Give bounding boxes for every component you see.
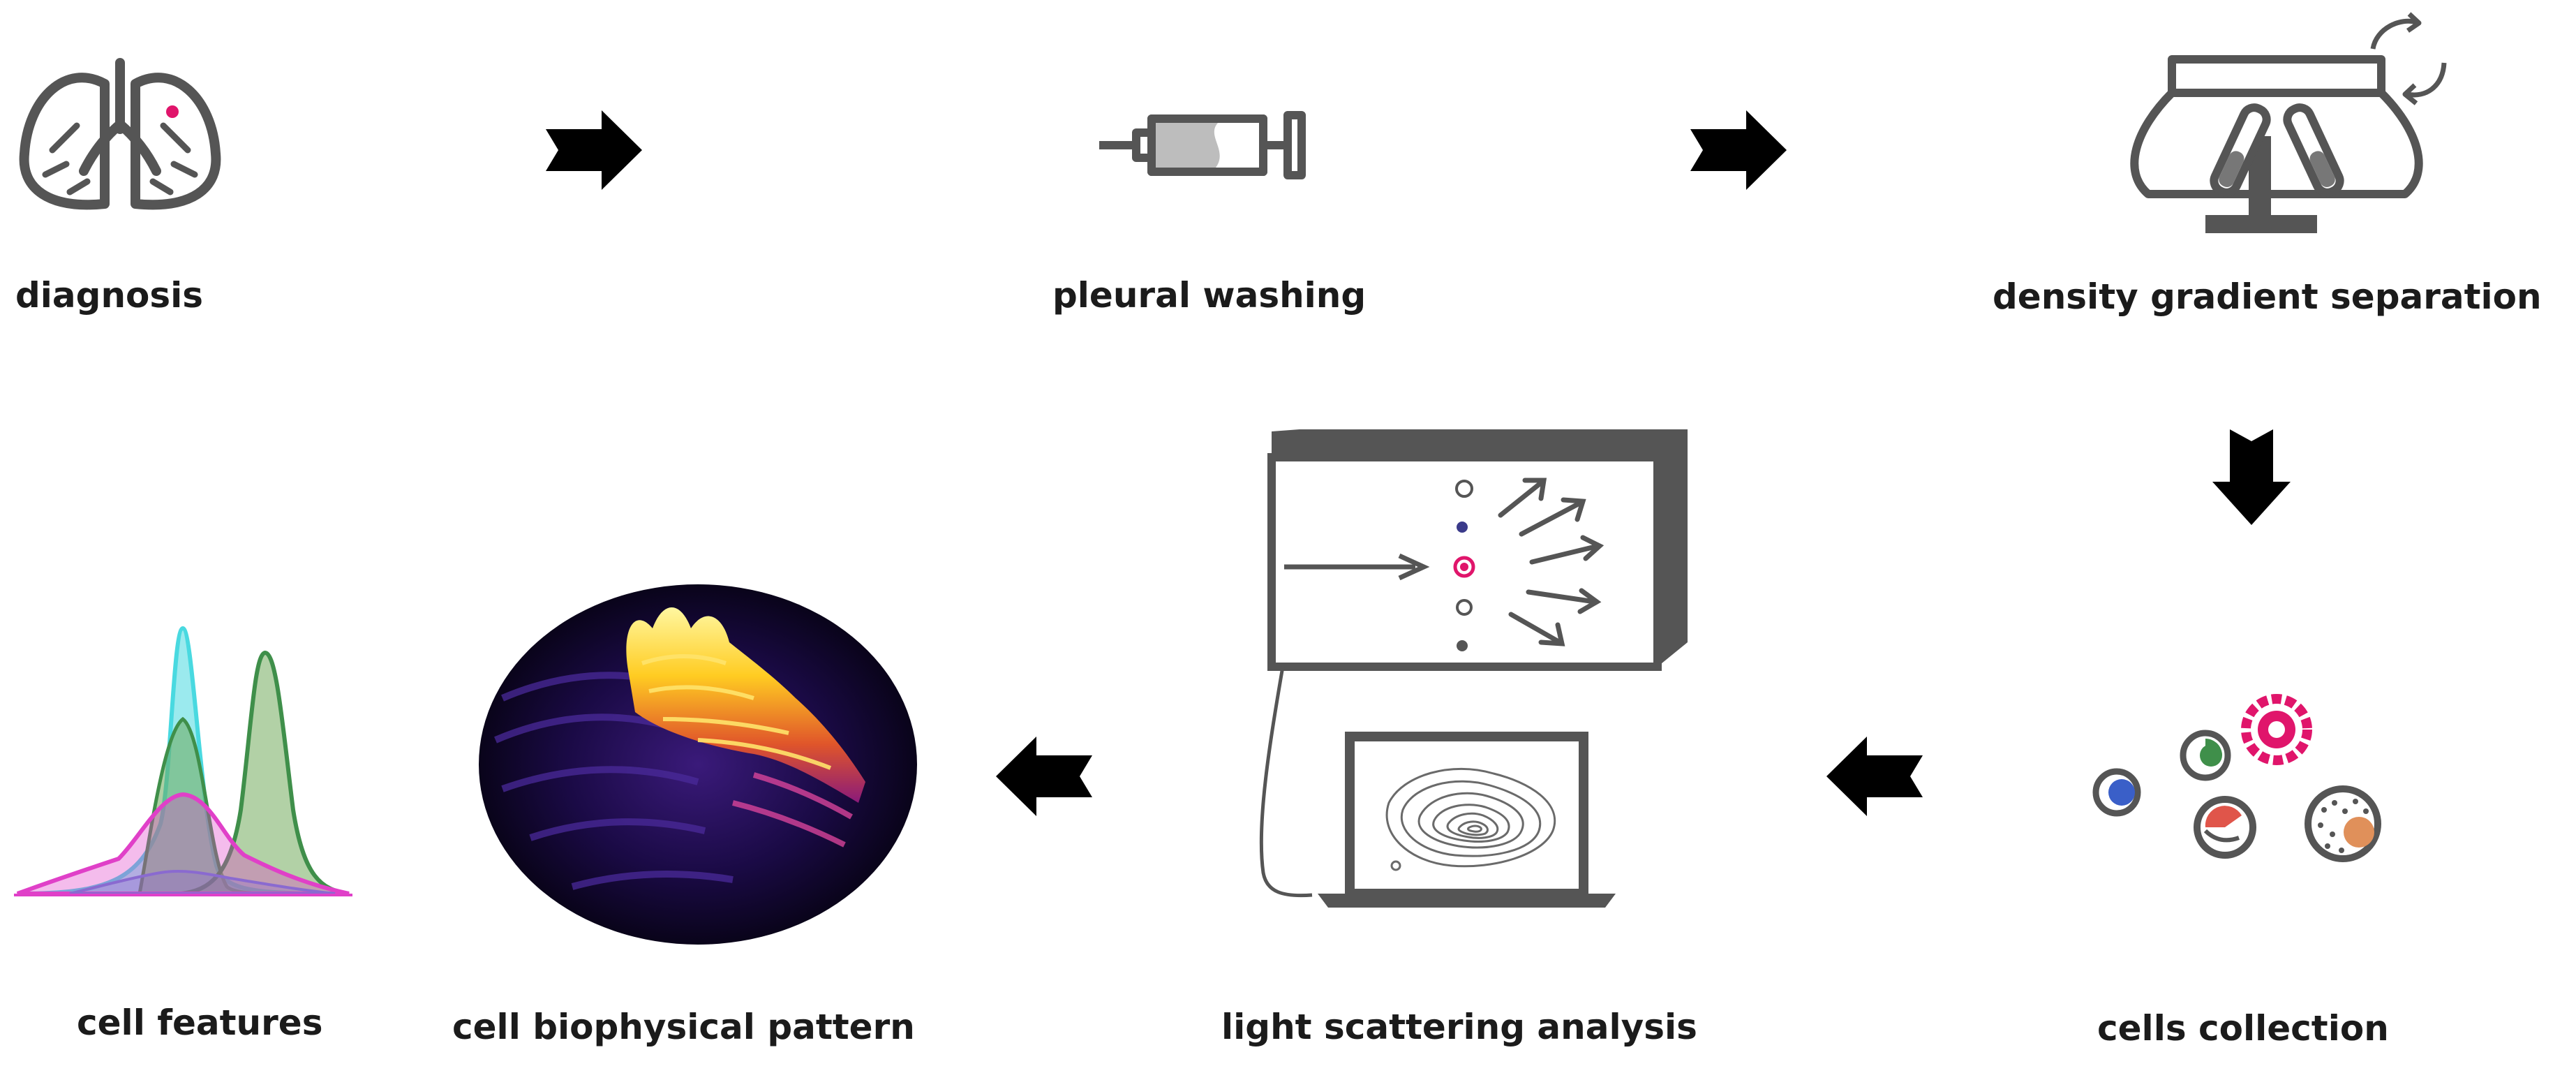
label-pleural-washing: pleural washing <box>1052 275 1366 316</box>
label-light-scattering-analysis: light scattering analysis <box>1221 1007 1697 1047</box>
label-cell-biophysical-pattern: cell biophysical pattern <box>452 1007 915 1047</box>
syringe-icon <box>1099 111 1306 179</box>
light-scattering-instrument-icon <box>1259 429 1688 898</box>
lungs-icon <box>19 58 221 210</box>
arrow-right-1 <box>546 110 642 190</box>
label-cells-collection: cells collection <box>2097 1008 2389 1049</box>
cells-icon <box>2092 694 2381 862</box>
laptop-contour-icon <box>1318 732 1616 908</box>
feature-distributions-icon <box>14 626 352 896</box>
arrow-left-2 <box>996 737 1092 816</box>
centrifuge-icon <box>2130 12 2447 233</box>
scattering-pattern-3d-image <box>479 584 917 945</box>
arrow-left-1 <box>1826 737 1923 816</box>
arrow-down <box>2212 429 2291 525</box>
label-diagnosis: diagnosis <box>15 275 203 316</box>
lesion-dot <box>166 105 179 118</box>
label-cell-features: cell features <box>77 1003 322 1043</box>
label-density-gradient-separation: density gradient separation <box>1993 276 2542 317</box>
arrow-right-2 <box>1690 110 1787 190</box>
